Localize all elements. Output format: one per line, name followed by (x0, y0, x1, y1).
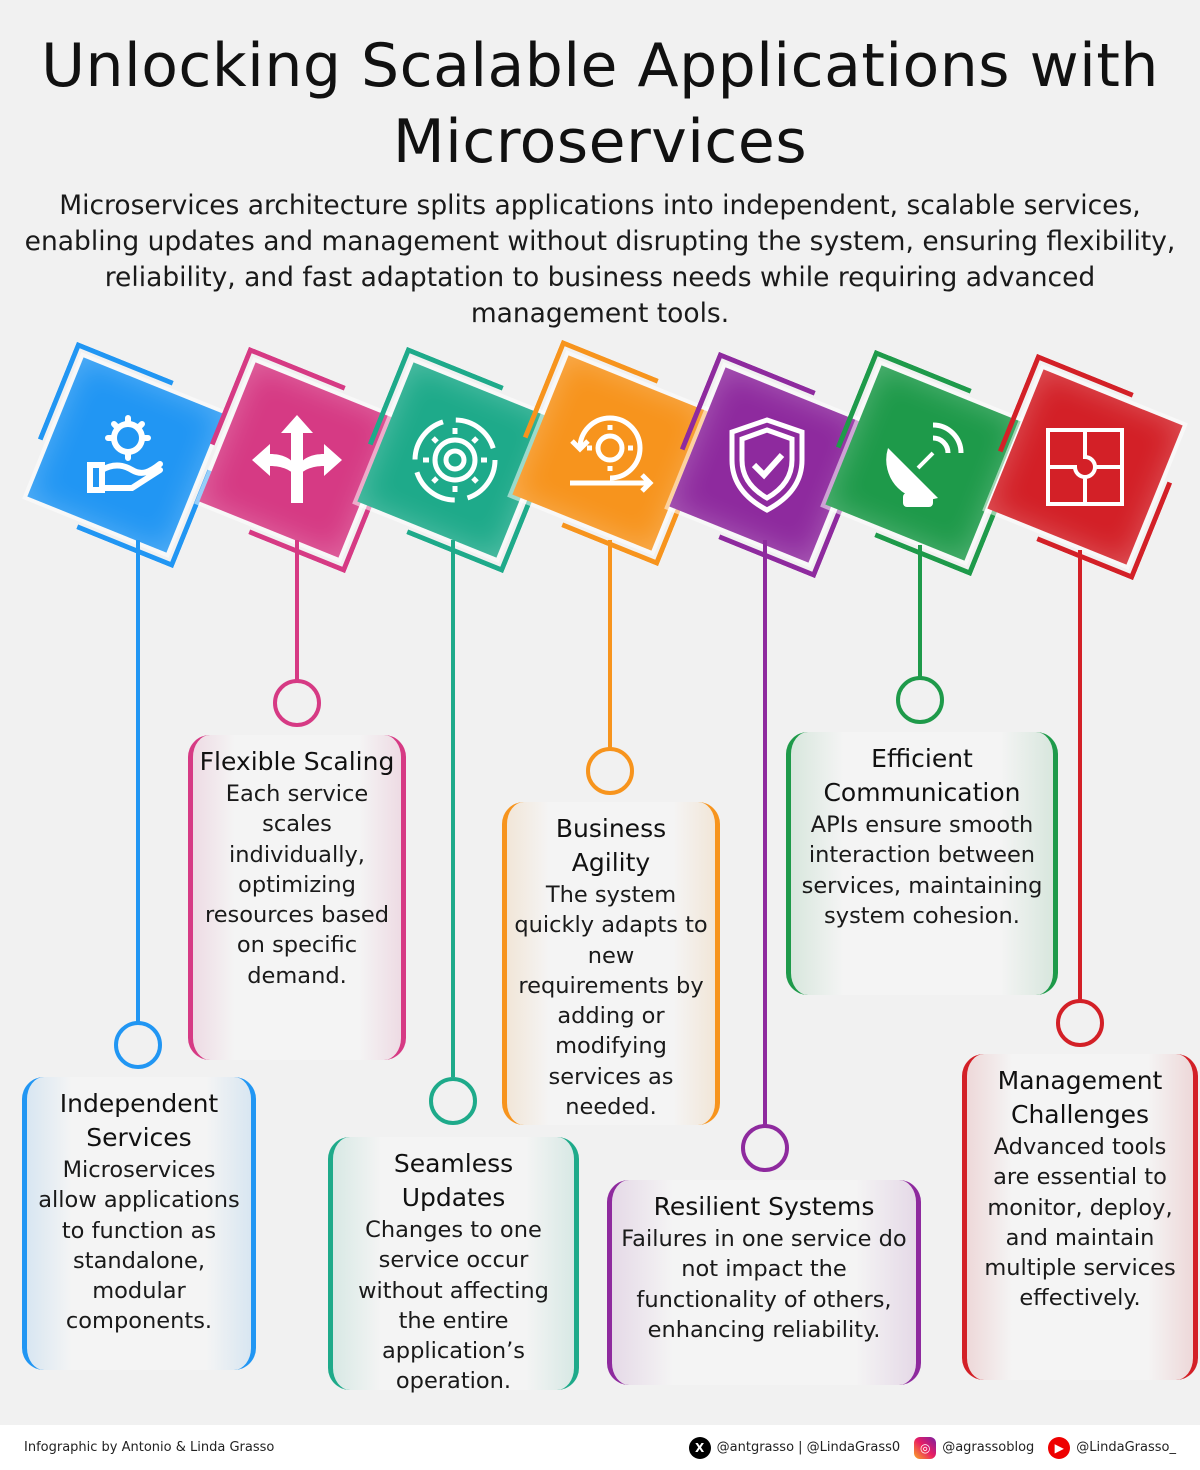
connector-line (295, 540, 299, 680)
connector-line (1078, 550, 1082, 1000)
x-logo-icon[interactable]: X (688, 1436, 711, 1459)
connector-line (918, 545, 922, 677)
tile-seamless-updates (357, 362, 552, 557)
credit: Infographic by Antonio & Linda Grasso (24, 1440, 275, 1455)
card-title: Business Agility (555, 814, 667, 877)
tile-independent-services (27, 357, 222, 552)
connector-dot (741, 1124, 789, 1172)
connector-line (451, 540, 455, 1077)
connector-dot (586, 747, 634, 795)
card-title: Management Challenges (997, 1066, 1163, 1129)
instagram-icon[interactable]: ◎ (914, 1436, 937, 1459)
x-handles[interactable]: @antgrasso | @LindaGrass0 (716, 1440, 901, 1455)
tile-resilient-systems (669, 367, 864, 562)
gear-loop-arrow-icon (570, 415, 654, 493)
card-text: Changes to one service occur without aff… (358, 1217, 549, 1395)
connector-line (608, 540, 612, 748)
youtube-handle[interactable]: @LindaGrasso_ (1076, 1440, 1176, 1455)
gear-cycle-icon (412, 417, 498, 503)
card-title: Efficient Communication (823, 744, 1021, 807)
instagram-handle[interactable]: @agrassoblog (942, 1440, 1035, 1455)
card-title: Flexible Scaling (199, 747, 395, 776)
tile-efficient-communication (825, 365, 1020, 560)
tile-management-challenges (987, 369, 1182, 564)
tile-business-agility (512, 355, 707, 550)
satellite-dish-icon (886, 422, 964, 507)
page-title: Unlocking Scalable Applications with Mic… (41, 31, 1159, 177)
card-text: Failures in one service do not impact th… (621, 1226, 907, 1343)
connector-dot (273, 679, 321, 727)
connector-dot (429, 1077, 477, 1125)
split-arrows-icon (252, 415, 342, 503)
puzzle-icon (1046, 427, 1124, 506)
connector-line (763, 540, 767, 1125)
footer: Infographic by Antonio & Linda Grasso X … (0, 1425, 1200, 1470)
connector-dot (1056, 999, 1104, 1047)
connector-line (136, 540, 140, 1022)
card-text: The system quickly adapts to new require… (514, 882, 708, 1121)
card-text: APIs ensure smooth interaction between s… (801, 812, 1043, 929)
page-subtitle: Microservices architecture splits applic… (24, 190, 1176, 329)
shield-check-icon (729, 417, 805, 513)
connector-dot (114, 1021, 162, 1069)
card-title: Resilient Systems (653, 1192, 875, 1221)
connector-dot (896, 676, 944, 724)
card-text: Each service scales individually, optimi… (204, 781, 390, 989)
card-title: Seamless Updates (393, 1149, 514, 1212)
card-title: Independent Services (59, 1089, 219, 1152)
card-text: Advanced tools are essential to monitor,… (984, 1134, 1176, 1312)
tile-flexible-scaling (199, 362, 394, 557)
youtube-icon[interactable]: ▶ (1048, 1436, 1071, 1459)
gear-hand-icon (86, 414, 163, 493)
card-text: Microservices allow applications to func… (38, 1157, 240, 1335)
